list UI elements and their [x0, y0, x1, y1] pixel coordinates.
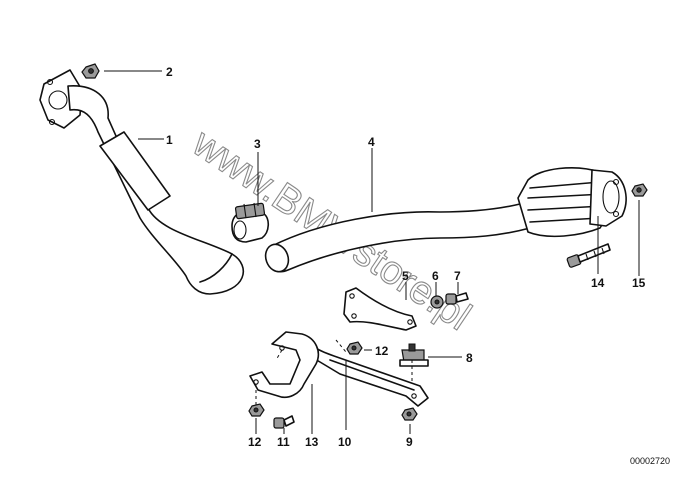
bracket-part-5[interactable]: [343, 287, 417, 331]
callout-4: 4: [368, 135, 375, 149]
bolt-part-14[interactable]: [566, 243, 611, 268]
nut-part-2[interactable]: [81, 63, 100, 79]
callout-14: 14: [591, 276, 605, 290]
callout-12-upper: 12: [375, 344, 389, 358]
callout-5: 5: [402, 269, 409, 283]
nut-part-15[interactable]: [631, 183, 648, 197]
nut-part-12-lower[interactable]: [248, 403, 265, 417]
nut-part-12-upper[interactable]: [346, 341, 363, 355]
nut-part-9[interactable]: [401, 407, 418, 421]
washer-part-6[interactable]: [430, 295, 444, 309]
callout-15: 15: [632, 276, 646, 290]
callout-10: 10: [338, 435, 352, 449]
leader-lines: [104, 70, 640, 434]
callout-11: 11: [277, 435, 290, 449]
callout-8: 8: [466, 351, 473, 365]
rubber-mount-part-8[interactable]: [399, 343, 429, 367]
diagram-ref-number: 00002720: [630, 456, 670, 466]
bolt-part-11[interactable]: [273, 415, 295, 429]
callout-3: 3: [254, 137, 261, 151]
hanger-bracket-part-13[interactable]: [249, 331, 320, 406]
callout-7: 7: [454, 269, 461, 283]
callout-2: 2: [166, 65, 173, 79]
callout-1: 1: [166, 133, 173, 147]
catalytic-converter-part-4[interactable]: [262, 167, 627, 275]
callout-9: 9: [406, 435, 413, 449]
front-pipe-part-1[interactable]: [39, 69, 245, 295]
callout-6: 6: [432, 269, 439, 283]
callout-13: 13: [305, 435, 319, 449]
bolt-part-7[interactable]: [445, 292, 469, 305]
callout-12-lower: 12: [248, 435, 262, 449]
clamp-part-3[interactable]: [231, 202, 270, 243]
